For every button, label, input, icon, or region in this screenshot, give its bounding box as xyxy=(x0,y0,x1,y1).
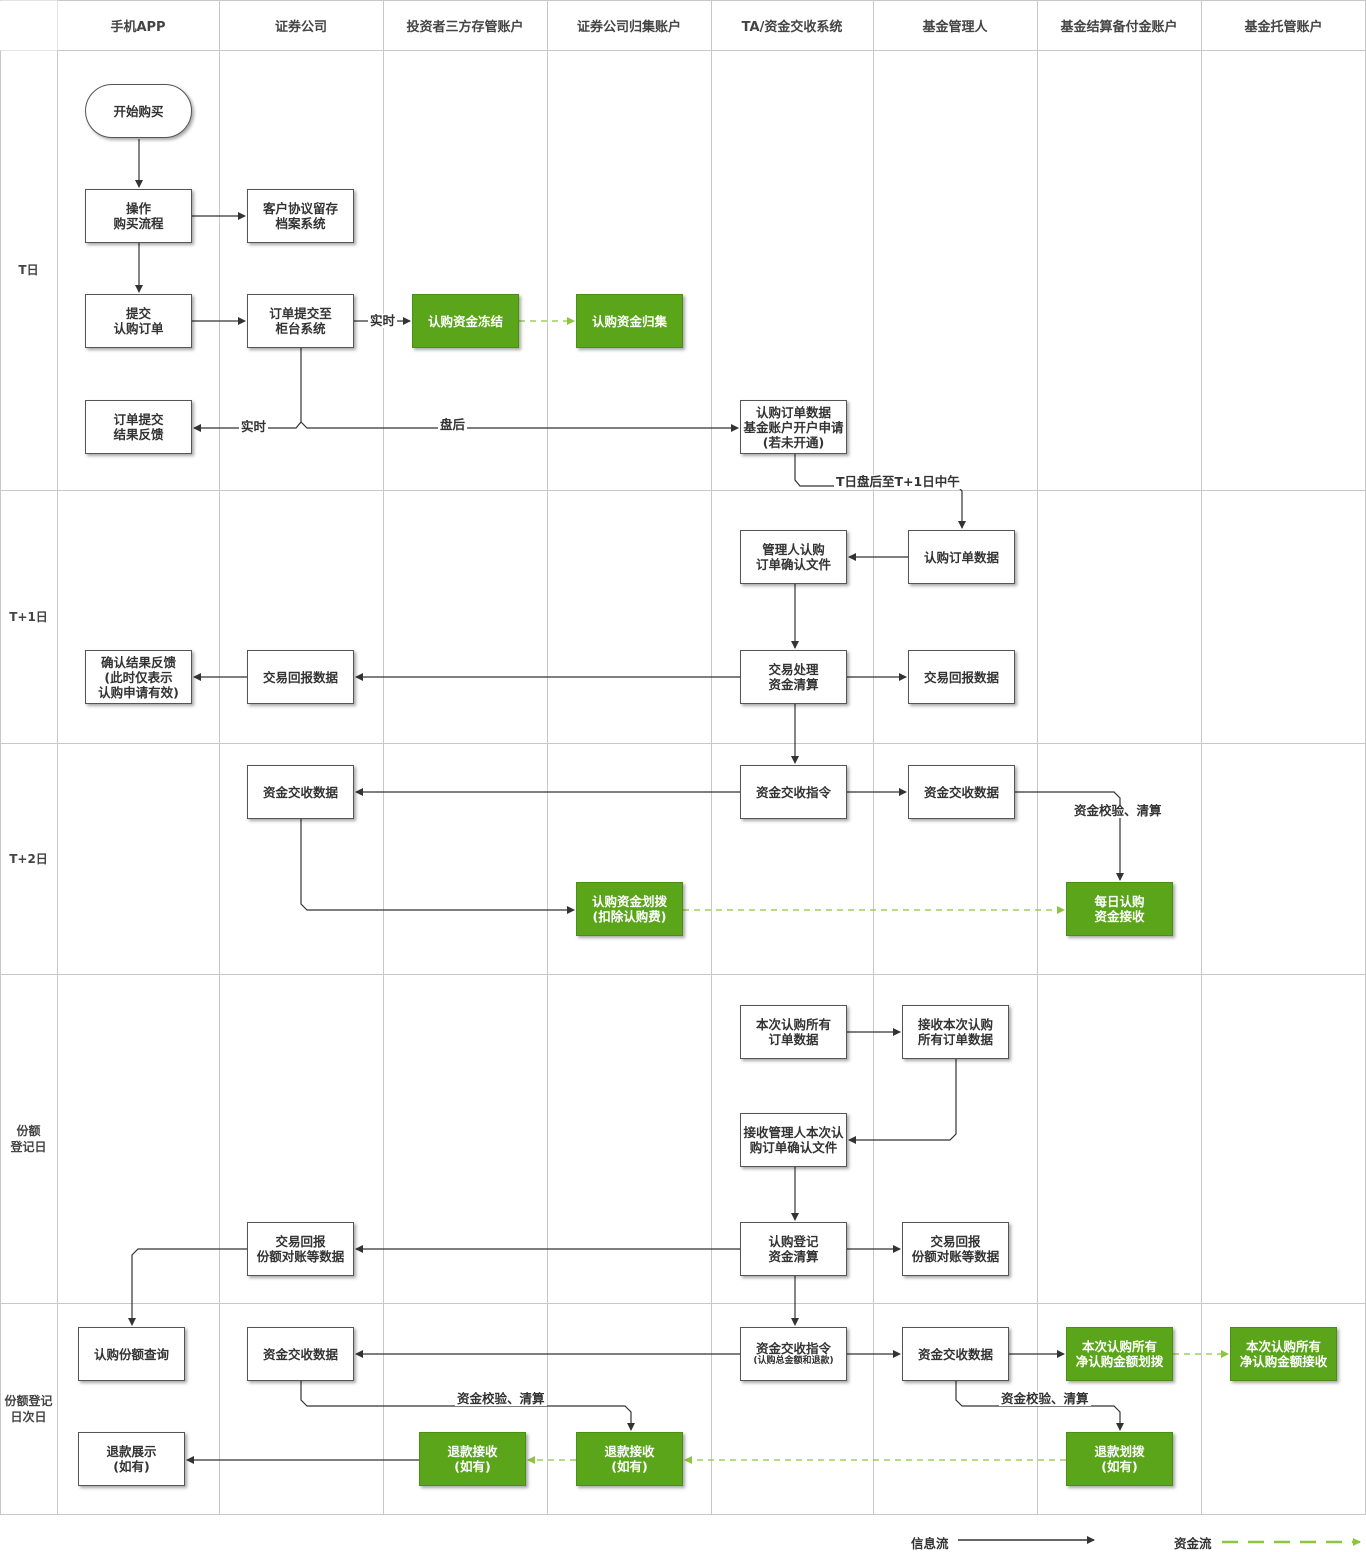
lane-header-fund-manager: 基金管理人 xyxy=(922,19,988,35)
subscription-order-data-node: 认购订单数据 xyxy=(908,530,1015,584)
info-flow-arrow xyxy=(300,819,575,914)
submit-order-node: 提交 认购订单 xyxy=(85,294,192,348)
final-settlement-instruction-node: 资金交收指令 (认购总金额和退款) xyxy=(740,1327,847,1381)
info-flow-arrow xyxy=(848,1059,957,1144)
net-amount-receive-node: 本次认购所有 净认购金额接收 xyxy=(1230,1327,1337,1381)
info-flow-arrow xyxy=(300,421,739,432)
info-flow-arrow xyxy=(300,1381,635,1431)
confirm-feedback-node: 确认结果反馈 (此时仅表示 认购申请有效) xyxy=(85,650,192,704)
manager-final-settlement-data-node: 资金交收数据 xyxy=(902,1327,1009,1381)
label-realtime-feedback: 实时 xyxy=(239,419,269,434)
lane-header-ta-system: TA/资金交收系统 xyxy=(741,19,843,35)
lane-header-settlement-account: 基金结算备付金账户 xyxy=(1060,19,1178,35)
net-amount-transfer-node: 本次认购所有 净认购金额划拨 xyxy=(1066,1327,1173,1381)
label-t-to-t1-noon: T日盘后至T+1日中午 xyxy=(834,474,962,489)
broker-report-reconciliation-node: 交易回报 份额对账等数据 xyxy=(247,1222,354,1276)
row-header-registration-day: 份额 登记日 xyxy=(10,1123,47,1154)
refund-transfer-node: 退款划拨 (如有) xyxy=(1066,1432,1173,1486)
info-flow-arrow xyxy=(1015,791,1124,881)
manager-settlement-data-node: 资金交收数据 xyxy=(908,765,1015,819)
manager-report-reconciliation-node: 交易回报 份额对账等数据 xyxy=(902,1222,1009,1276)
refund-display-node: 退款展示 (如有) xyxy=(78,1432,185,1486)
broker-final-settlement-data-node: 资金交收数据 xyxy=(247,1327,354,1381)
swimlane-grid xyxy=(0,0,1366,1515)
lane-header-custody-account: 基金托管账户 xyxy=(1244,19,1323,35)
info-flow-arrow xyxy=(955,1381,1124,1431)
row-header-next-day: 份额登记 日次日 xyxy=(4,1393,53,1424)
info-flow-arrow xyxy=(128,1248,247,1326)
row-header-t2: T+2日 xyxy=(9,851,48,866)
start-purchase-node: 开始购买 xyxy=(85,84,192,138)
final-settlement-instruction-label: 资金交收指令 xyxy=(755,1341,831,1356)
label-check-settle-broker: 资金校验、清算 xyxy=(455,1391,547,1406)
lane-header-collection-account: 证券公司归集账户 xyxy=(576,19,681,35)
trade-processing-node: 交易处理 资金清算 xyxy=(740,650,847,704)
counter-system-node: 订单提交至 柜台系统 xyxy=(247,294,354,348)
agreement-archive-node: 客户协议留存 档案系统 xyxy=(247,189,354,243)
operate-purchase-node: 操作 购买流程 xyxy=(85,189,192,243)
receive-confirm-file-node: 接收管理人本次认 购订单确认文件 xyxy=(740,1113,847,1167)
receive-all-orders-node: 接收本次认购 所有订单数据 xyxy=(902,1005,1009,1059)
share-query-node: 认购份额查询 xyxy=(78,1327,185,1381)
row-header-t1: T+1日 xyxy=(9,609,48,624)
info-flow-arrow xyxy=(193,348,302,432)
collection-refund-receive-node: 退款接收 (如有) xyxy=(576,1432,683,1486)
broker-settlement-data-node: 资金交收数据 xyxy=(247,765,354,819)
fund-collect-node: 认购资金归集 xyxy=(576,294,683,348)
order-data-node: 认购订单数据 基金账户开户申请 (若未开通) xyxy=(740,400,847,454)
manager-trade-report-node: 交易回报数据 xyxy=(908,650,1015,704)
label-after-close: 盘后 xyxy=(438,417,468,432)
settlement-instruction-node: 资金交收指令 xyxy=(740,765,847,819)
lane-header-investor-account: 投资者三方存管账户 xyxy=(406,19,524,35)
all-orders-node: 本次认购所有 订单数据 xyxy=(740,1005,847,1059)
broker-trade-report-node: 交易回报数据 xyxy=(247,650,354,704)
manager-confirm-file-node: 管理人认购 订单确认文件 xyxy=(740,530,847,584)
legend-info-flow-label: 信息流 xyxy=(911,1536,949,1551)
label-realtime-freeze: 实时 xyxy=(368,313,398,328)
registration-settlement-node: 认购登记 资金清算 xyxy=(740,1222,847,1276)
final-settlement-instruction-note: (认购总金额和退款) xyxy=(753,1356,834,1366)
fund-transfer-node: 认购资金划拨 (扣除认购费) xyxy=(576,882,683,936)
lane-header-app: 手机APP xyxy=(110,19,166,35)
corner-cell xyxy=(0,0,58,51)
submit-feedback-node: 订单提交 结果反馈 xyxy=(85,400,192,454)
label-check-settle-t2: 资金校验、清算 xyxy=(1072,803,1164,818)
fund-freeze-node: 认购资金冻结 xyxy=(412,294,519,348)
investor-refund-receive-node: 退款接收 (如有) xyxy=(419,1432,526,1486)
daily-fund-receive-node: 每日认购 资金接收 xyxy=(1066,882,1173,936)
row-header-t: T日 xyxy=(18,263,39,277)
label-check-settle-manager: 资金校验、清算 xyxy=(999,1391,1091,1406)
lane-header-broker: 证券公司 xyxy=(274,19,327,35)
legend-fund-flow-label: 资金流 xyxy=(1174,1536,1212,1551)
